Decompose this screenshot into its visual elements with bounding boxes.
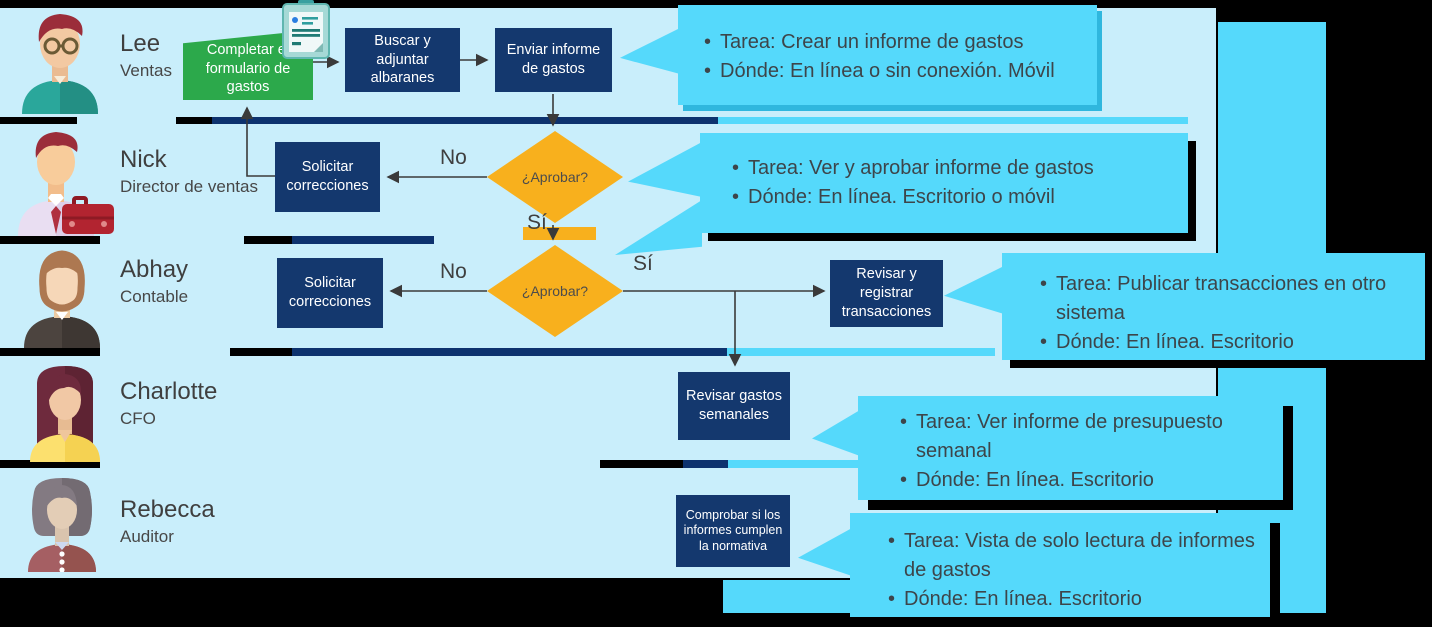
avatar-rebecca — [28, 478, 96, 572]
lane-divider — [292, 236, 434, 244]
edge-label-no-1: No — [440, 146, 467, 169]
avatar-abhay — [24, 250, 100, 348]
lane-divider — [728, 460, 860, 468]
callout-where: Dónde: En línea. Escritorio — [1040, 328, 1419, 357]
lane-role-charlotte: CFO — [120, 409, 156, 428]
lane-divider — [230, 348, 292, 356]
lane-divider — [244, 236, 292, 244]
edge-label-si-2: Sí — [633, 252, 653, 275]
lane-divider — [0, 348, 100, 356]
lane-role-nick: Director de ventas — [120, 177, 258, 196]
avatar-nick — [18, 132, 114, 236]
callout-ver-aprobar: Tarea: Ver y aprobar informe de gastos D… — [700, 133, 1188, 233]
lane-divider — [0, 117, 77, 124]
callout-informe-presupuesto: Tarea: Ver informe de presupuesto semana… — [858, 396, 1283, 500]
lane-name-nick: Nick — [120, 146, 167, 173]
lane-role-lee: Ventas — [120, 61, 172, 80]
edge-label-si-1: Sí — [527, 211, 547, 234]
callout-task: Tarea: Vista de solo lectura de informes… — [888, 527, 1264, 585]
node-revisar-registrar: Revisar y registrar transacciones — [830, 260, 943, 327]
lane-divider — [292, 348, 727, 356]
lane-role-abhay: Contable — [120, 287, 189, 306]
node-solicitar-correcciones-2: Solicitar correcciones — [277, 258, 383, 328]
callout-where: Dónde: En línea. Escritorio — [888, 585, 1264, 614]
callout-where: Dónde: En línea. Escritorio — [900, 466, 1277, 495]
callout-task: Tarea: Ver y aprobar informe de gastos — [732, 154, 1180, 183]
node-completar-formulario: Completar el formulario de gastos — [183, 30, 313, 100]
node-enviar-informe: Enviar informe de gastos — [495, 28, 612, 92]
callout-where: Dónde: En línea. Escritorio o móvil — [732, 183, 1180, 212]
edge-label-no-2: No — [440, 260, 467, 283]
lane-divider — [683, 460, 728, 468]
callout-task: Tarea: Publicar transacciones en otro si… — [1040, 270, 1419, 328]
callout-task: Tarea: Crear un informe de gastos — [704, 28, 1089, 57]
lane-divider — [718, 117, 1188, 124]
lane-divider — [176, 117, 212, 124]
callout-solo-lectura: Tarea: Vista de solo lectura de informes… — [850, 513, 1270, 617]
node-comprobar-normativa: Comprobar si los informes cumplen la nor… — [676, 495, 790, 567]
node-buscar-adjuntar: Buscar y adjuntar albaranes — [345, 28, 460, 92]
node-revisar-gastos-semanales: Revisar gastos semanales — [678, 372, 790, 440]
lane-name-rebecca: Rebecca — [120, 496, 215, 523]
avatar-charlotte — [30, 366, 100, 462]
lane-name-abhay: Abhay — [120, 256, 189, 283]
callout-where: Dónde: En línea o sin conexión. Móvil — [704, 57, 1089, 86]
lane-divider — [727, 348, 995, 356]
lane-divider — [212, 117, 718, 124]
yes-highlight-bar — [523, 227, 596, 240]
lane-role-rebecca: Auditor — [120, 527, 174, 546]
avatar-lee — [22, 14, 98, 114]
lane-name-lee: Lee — [120, 30, 161, 57]
callout-publicar-transacciones: Tarea: Publicar transacciones en otro si… — [1002, 253, 1425, 360]
lane-divider — [0, 236, 100, 244]
lane-name-charlotte: Charlotte — [120, 378, 218, 405]
lane-divider — [600, 460, 683, 468]
lane-divider — [0, 460, 100, 468]
callout-crear-informe: Tarea: Crear un informe de gastos Dónde:… — [678, 5, 1097, 105]
node-solicitar-correcciones-1: Solicitar correcciones — [275, 142, 380, 212]
callout-task: Tarea: Ver informe de presupuesto semana… — [900, 408, 1277, 466]
expense-document-icon — [282, 0, 330, 59]
